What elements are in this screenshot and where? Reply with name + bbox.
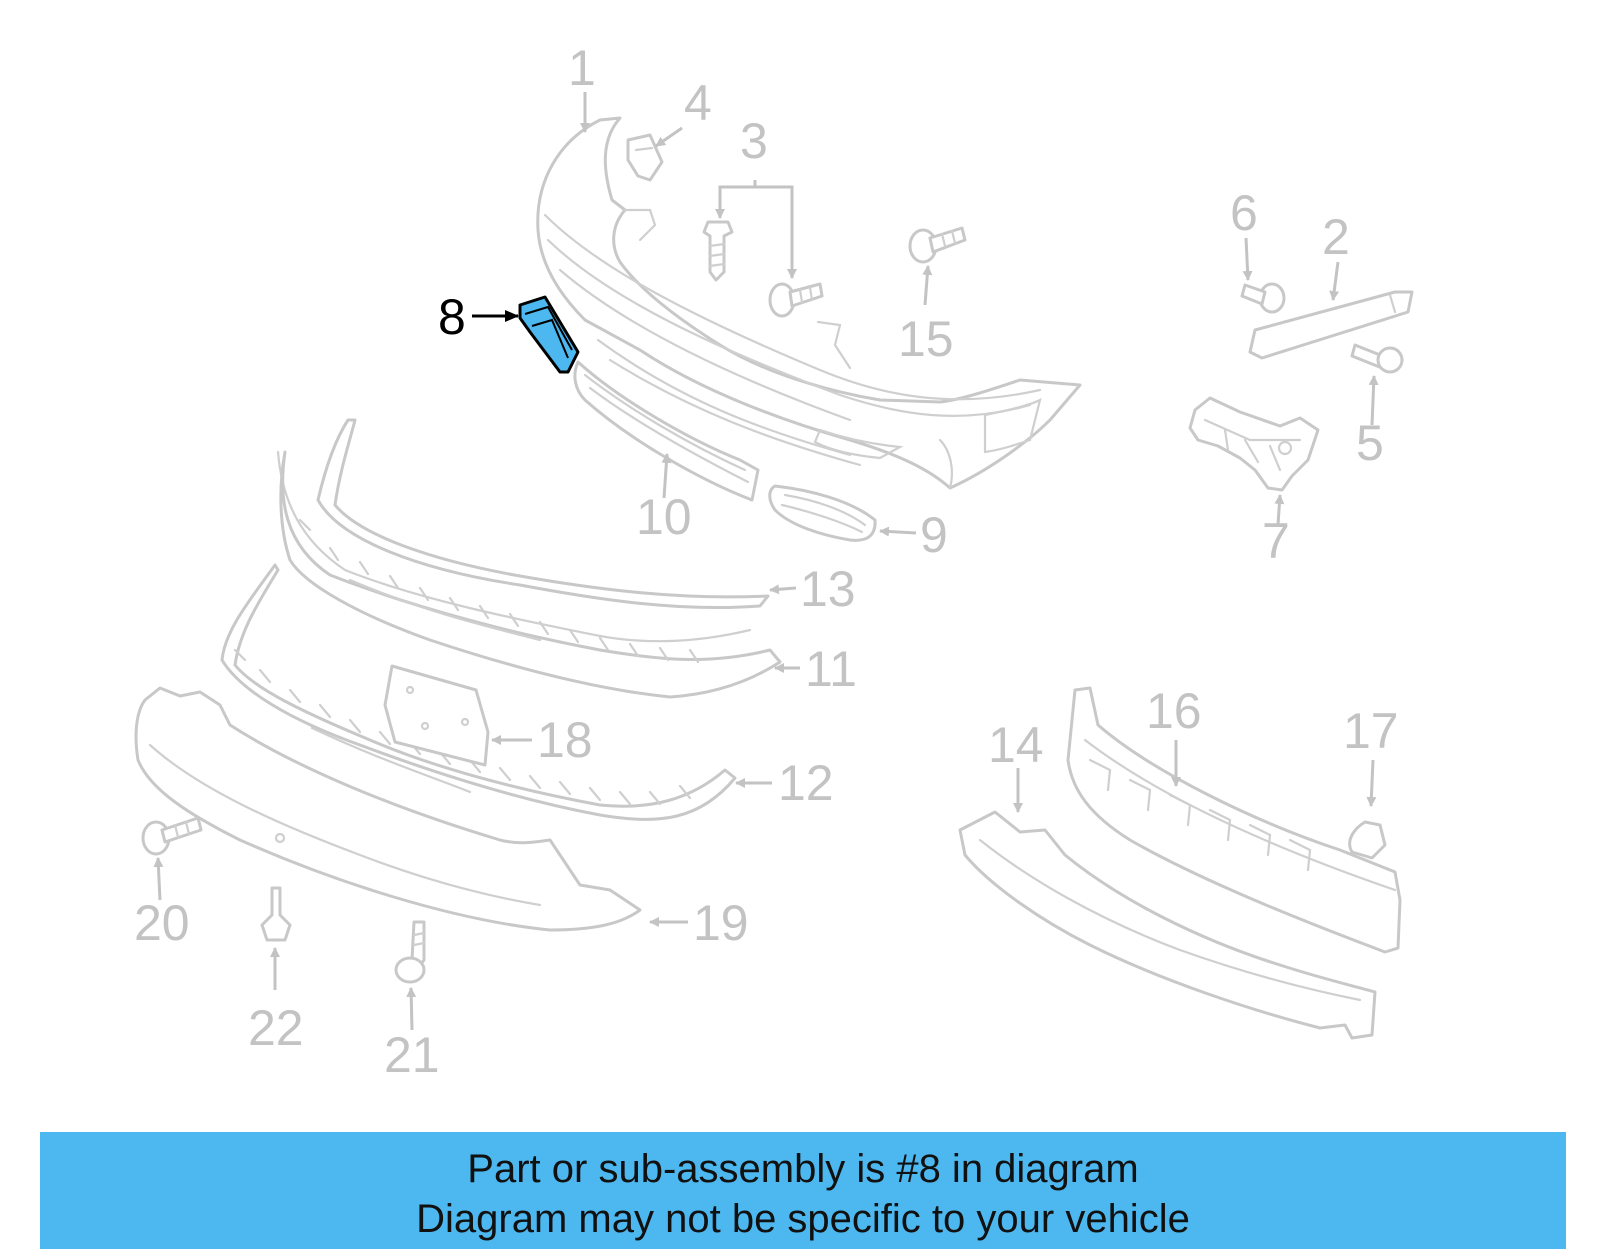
- callout-9: 9: [920, 507, 948, 563]
- screw-part-3a[interactable]: [702, 220, 734, 282]
- callout-21: 21: [384, 1027, 440, 1083]
- callout-20: 20: [134, 895, 190, 951]
- bezel-part-9[interactable]: [768, 484, 877, 542]
- absorber-part-14[interactable]: [958, 810, 1377, 1040]
- callout-5: 5: [1356, 415, 1384, 471]
- callout-11: 11: [805, 641, 857, 697]
- screw-part-20[interactable]: [141, 816, 203, 856]
- callout-12: 12: [778, 755, 834, 811]
- bracket-part-7[interactable]: [1188, 396, 1320, 492]
- caption-line-1: Part or sub-assembly is #8 in diagram: [467, 1147, 1139, 1191]
- clip-part-4[interactable]: [626, 133, 664, 182]
- push-clip-part-17[interactable]: [1348, 820, 1387, 860]
- screw-part-15[interactable]: [908, 226, 967, 264]
- callout-18: 18: [537, 712, 593, 768]
- callout-8: 8: [438, 289, 466, 345]
- highlighted-part-8[interactable]: [518, 295, 580, 374]
- callout-7: 7: [1262, 513, 1290, 569]
- reinforcement-part-16[interactable]: [1066, 686, 1402, 954]
- callout-22: 22: [248, 1000, 304, 1056]
- caption-line-2: Diagram may not be specific to your vehi…: [416, 1197, 1190, 1241]
- callout-3: 3: [740, 113, 768, 169]
- grille-part-10[interactable]: [573, 360, 760, 502]
- callout-2: 2: [1322, 209, 1350, 265]
- callout-19: 19: [693, 895, 749, 951]
- pin-part-6[interactable]: [1240, 282, 1286, 314]
- push-pin-part-22[interactable]: [260, 886, 292, 942]
- plate-bracket-part-18[interactable]: [383, 664, 490, 767]
- strip-part-13[interactable]: [276, 418, 770, 643]
- callout-1: 1: [568, 40, 596, 96]
- screw-part-3b[interactable]: [768, 282, 824, 318]
- callout-16: 16: [1146, 683, 1202, 739]
- caption-banner: Part or sub-assembly is #8 in diagram Di…: [40, 1132, 1566, 1249]
- screw-part-21[interactable]: [394, 920, 426, 984]
- bolt-part-5[interactable]: [1350, 343, 1404, 374]
- callout-15: 15: [898, 311, 954, 367]
- callout-14: 14: [988, 717, 1044, 773]
- deflector-part-19[interactable]: [134, 686, 642, 932]
- bracket-part-2[interactable]: [1248, 290, 1414, 360]
- bumper-cover-part[interactable]: [536, 116, 1082, 490]
- callout-13: 13: [800, 561, 856, 617]
- valance-part-12[interactable]: [220, 563, 737, 821]
- callout-17: 17: [1343, 703, 1399, 759]
- callout-6: 6: [1230, 185, 1258, 241]
- callout-4: 4: [684, 75, 712, 131]
- callout-10: 10: [636, 489, 692, 545]
- molding-part-11[interactable]: [279, 450, 782, 699]
